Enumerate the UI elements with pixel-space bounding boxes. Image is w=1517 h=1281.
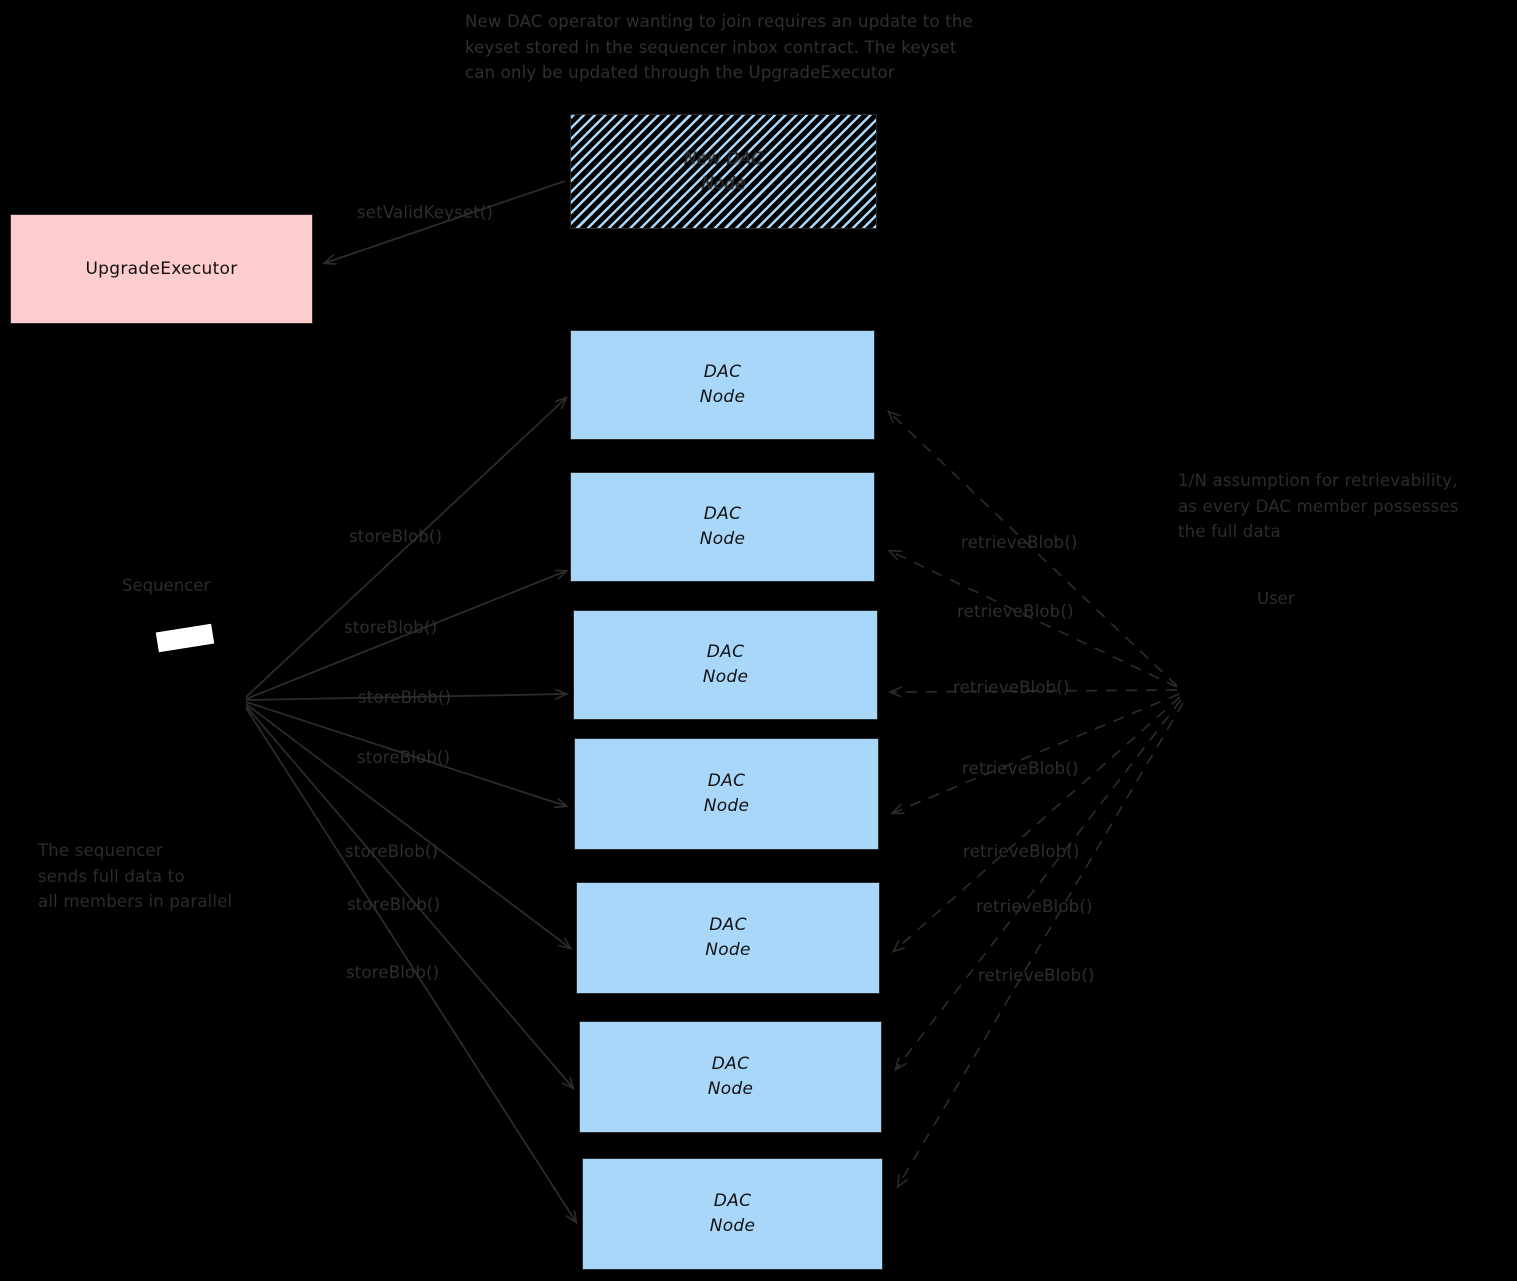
dac-node-7[interactable]: DAC Node <box>582 1158 883 1270</box>
dac-node-6-line1: DAC <box>711 1054 750 1075</box>
new-dac-node-line2: Node <box>701 173 746 194</box>
dac-node-5[interactable]: DAC Node <box>576 882 880 994</box>
dac-node-6-line2: Node <box>707 1079 754 1099</box>
sequencer-label: Sequencer <box>122 576 211 595</box>
edge-label-retrieve-blob-4: retrieveBlob() <box>962 759 1079 778</box>
edge-label-retrieve-blob-2: retrieveBlob() <box>957 602 1074 621</box>
edge-retrieve-blob-group <box>889 412 1184 1186</box>
dac-node-7-line2: Node <box>709 1216 756 1236</box>
dac-node-4-line1: DAC <box>707 771 746 792</box>
note-new-dac-operator: New DAC operator wanting to join require… <box>465 12 973 83</box>
edge-label-retrieve-blob-7: retrieveBlob() <box>978 966 1095 985</box>
dac-node-3-line2: Node <box>702 667 749 687</box>
edge-label-store-blob-4: storeBlob() <box>357 748 451 767</box>
edge-label-retrieve-blob-3: retrieveBlob() <box>953 678 1070 697</box>
user-label: User <box>1257 589 1295 608</box>
edge-label-store-blob-1: storeBlob() <box>349 527 443 546</box>
note-retrievability: 1/N assumption for retrievability, as ev… <box>1178 471 1459 542</box>
edge-label-store-blob-7: storeBlob() <box>346 963 440 982</box>
edge-set-valid-keyset <box>325 180 566 263</box>
new-dac-node-line1: New DAC <box>683 148 764 169</box>
edge-label-retrieve-blob-5: retrieveBlob() <box>963 842 1080 861</box>
dac-node-1[interactable]: DAC Node <box>570 330 875 440</box>
dac-node-5-line2: Node <box>705 940 751 960</box>
edge-label-retrieve-blob-6: retrieveBlob() <box>976 897 1093 916</box>
dac-node-4-line2: Node <box>703 796 750 816</box>
edge-store-blob-group <box>245 398 576 1222</box>
dac-node-4[interactable]: DAC Node <box>574 738 879 850</box>
dac-node-5-line1: DAC <box>709 915 747 936</box>
dac-node-3[interactable]: DAC Node <box>573 610 878 720</box>
edge-label-set-valid-keyset: setValidKeyset() <box>357 203 494 222</box>
edge-label-store-blob-2: storeBlob() <box>344 618 438 637</box>
dac-node-7-line1: DAC <box>713 1191 752 1212</box>
edge-label-store-blob-5: storeBlob() <box>345 842 439 861</box>
edge-label-store-blob-6: storeBlob() <box>347 895 441 914</box>
dac-node-2-line2: Node <box>699 529 746 549</box>
edge-label-store-blob-3: storeBlob() <box>358 688 452 707</box>
upgrade-executor-label: UpgradeExecutor <box>85 259 238 279</box>
note-sequencer-parallel: The sequencer sends full data to all mem… <box>38 841 233 912</box>
edge-label-retrieve-blob-1: retrieveBlob() <box>961 533 1078 552</box>
dac-node-1-line1: DAC <box>703 362 742 383</box>
dac-node-1-line2: Node <box>699 387 746 407</box>
new-dac-node-box[interactable]: New DAC Node <box>570 114 877 229</box>
dac-node-2-line1: DAC <box>703 504 742 525</box>
dac-node-6[interactable]: DAC Node <box>579 1021 882 1133</box>
upgrade-executor-box[interactable]: UpgradeExecutor <box>10 214 313 324</box>
dac-node-2[interactable]: DAC Node <box>570 472 875 582</box>
dac-node-3-line1: DAC <box>706 642 745 663</box>
